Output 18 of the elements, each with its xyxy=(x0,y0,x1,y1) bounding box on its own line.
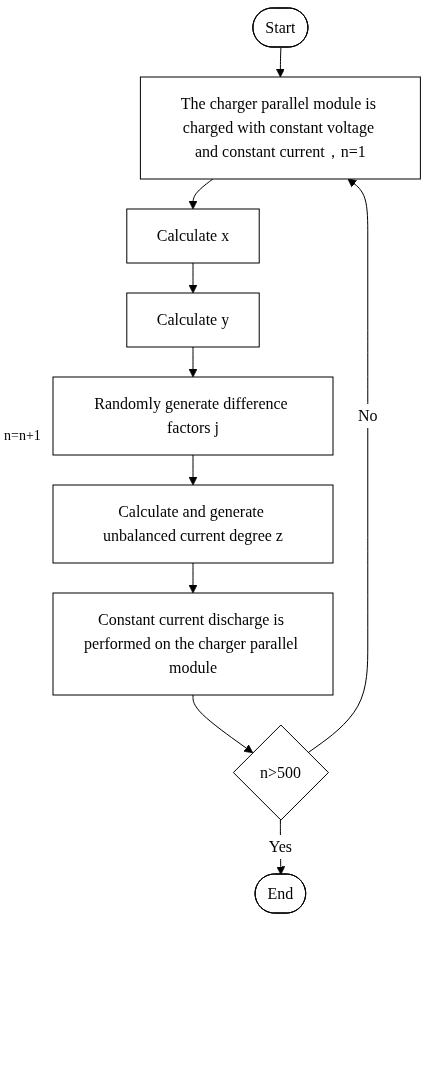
node-box: Constant current discharge is performed on the charger parallel module xyxy=(52,592,334,696)
arrow xyxy=(188,262,198,294)
loop-label: n=n+1 xyxy=(4,428,41,444)
arrow xyxy=(188,454,198,486)
node-box: Calculate and generate unbalanced current degree z xyxy=(52,484,334,564)
node-box: The charger parallel module is charged with constant voltage and constant current，n=1 xyxy=(139,76,421,180)
arrow xyxy=(188,178,214,210)
edge-label: No xyxy=(357,407,378,424)
arrow xyxy=(188,346,198,378)
arrow xyxy=(192,694,253,754)
node-diamond: n>500 xyxy=(232,724,329,821)
arrow xyxy=(275,47,285,78)
arrow xyxy=(307,178,369,754)
node-box: Calculate y xyxy=(126,292,260,348)
arrow xyxy=(188,562,198,594)
edge-label: Yes xyxy=(268,838,292,856)
node-box: Randomly generate difference factors j xyxy=(52,376,334,456)
node-box: Calculate x xyxy=(126,208,260,264)
